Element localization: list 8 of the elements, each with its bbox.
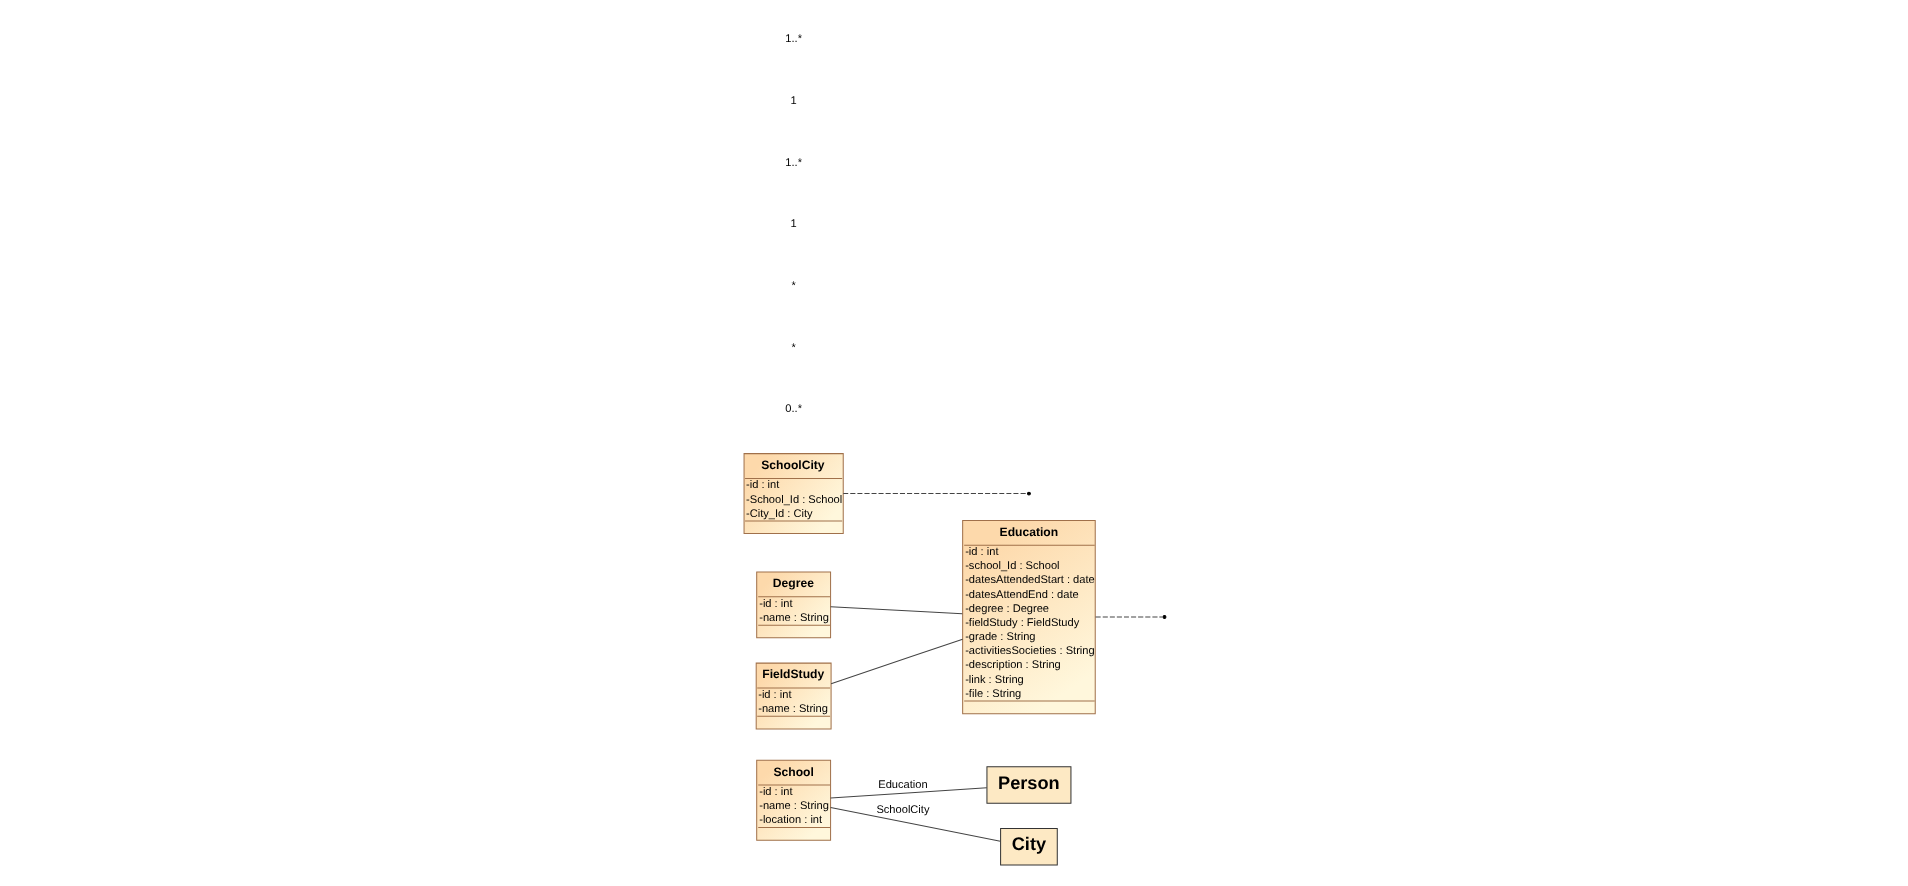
connector	[829, 606, 962, 615]
connector	[829, 806, 1000, 842]
node-box: Person	[985, 766, 1071, 804]
connector	[829, 638, 963, 685]
connector	[829, 787, 987, 799]
connector	[841, 493, 1027, 495]
connector	[1094, 616, 1163, 618]
node-box: City	[999, 828, 1057, 866]
